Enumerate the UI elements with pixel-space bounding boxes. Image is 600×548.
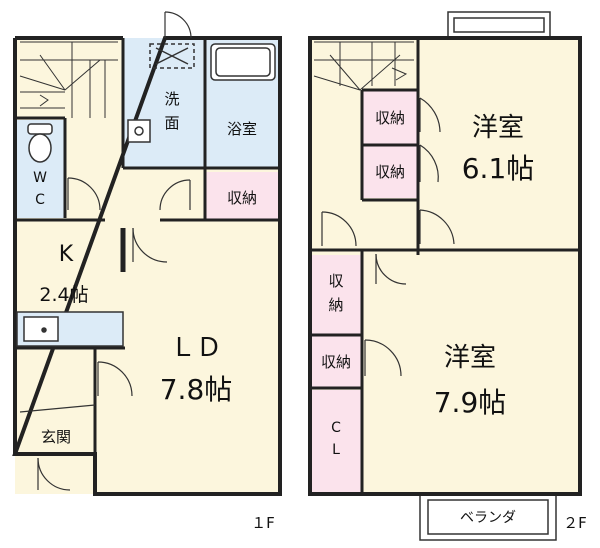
doors-2f: [321, 97, 455, 377]
storage-2f-c-label-1: 収: [328, 272, 343, 290]
k-size-label: 2.4帖: [39, 284, 88, 306]
stairs-2f: [313, 41, 414, 91]
bath-label: 浴室: [227, 120, 257, 138]
storage-2f-b-label: 収納: [375, 163, 405, 181]
ld-size-label: 7.8帖: [160, 373, 233, 406]
closet-label-2: L: [332, 442, 340, 458]
doors-1f: [19, 11, 192, 491]
storage-2f-a-label: 収納: [375, 109, 405, 127]
storage-1f-label: 収納: [227, 189, 257, 207]
balcony-label: ベランダ: [460, 510, 516, 526]
storage-2f-d: [312, 336, 362, 388]
wc-label-2: C: [35, 192, 45, 208]
closet-2f: [312, 390, 362, 494]
kitchen-counter: [16, 311, 124, 347]
room-lower-name: 洋室: [444, 343, 496, 373]
floor1-label: １F: [251, 514, 275, 532]
wc-label-1: W: [33, 170, 47, 186]
storage-2f-c-label-2: 納: [328, 296, 343, 314]
entrance-area: [15, 418, 95, 454]
bathtub-icon: [210, 43, 276, 81]
wash-label-1: 洗: [164, 90, 179, 108]
room-upper-size: 6.1帖: [462, 152, 535, 185]
storage-1f: [205, 172, 280, 220]
storage-2f-c: [312, 255, 362, 335]
toilet-icon: [27, 123, 53, 163]
storage-2f-d-label: 収納: [321, 353, 351, 371]
room-lower-size: 7.9帖: [434, 386, 507, 419]
washing-machine-icon: [149, 43, 195, 69]
floor2-label: ２F: [563, 514, 587, 532]
floor-1: 洗 面 浴室 W C 収納 K 2.4帖 ＬＤ 7.8帖 玄関 １F: [12, 11, 282, 532]
k-name-label: K: [59, 242, 74, 267]
balcony-bottom: [419, 493, 557, 541]
washbasin-icon: [127, 119, 151, 143]
room-upper-name: 洋室: [472, 113, 524, 143]
floor-2: 収納 収納 収 納 収納 C L 洋室 6.1帖 洋室 7.9帖 ベランダ ２F: [308, 11, 587, 541]
balcony-top: [447, 11, 551, 39]
ld-name-label: ＬＤ: [170, 333, 222, 363]
stairs-1f: [19, 41, 118, 118]
entrance-label: 玄関: [41, 428, 71, 446]
closet-label-1: C: [331, 420, 341, 436]
wash-label-2: 面: [164, 114, 179, 132]
